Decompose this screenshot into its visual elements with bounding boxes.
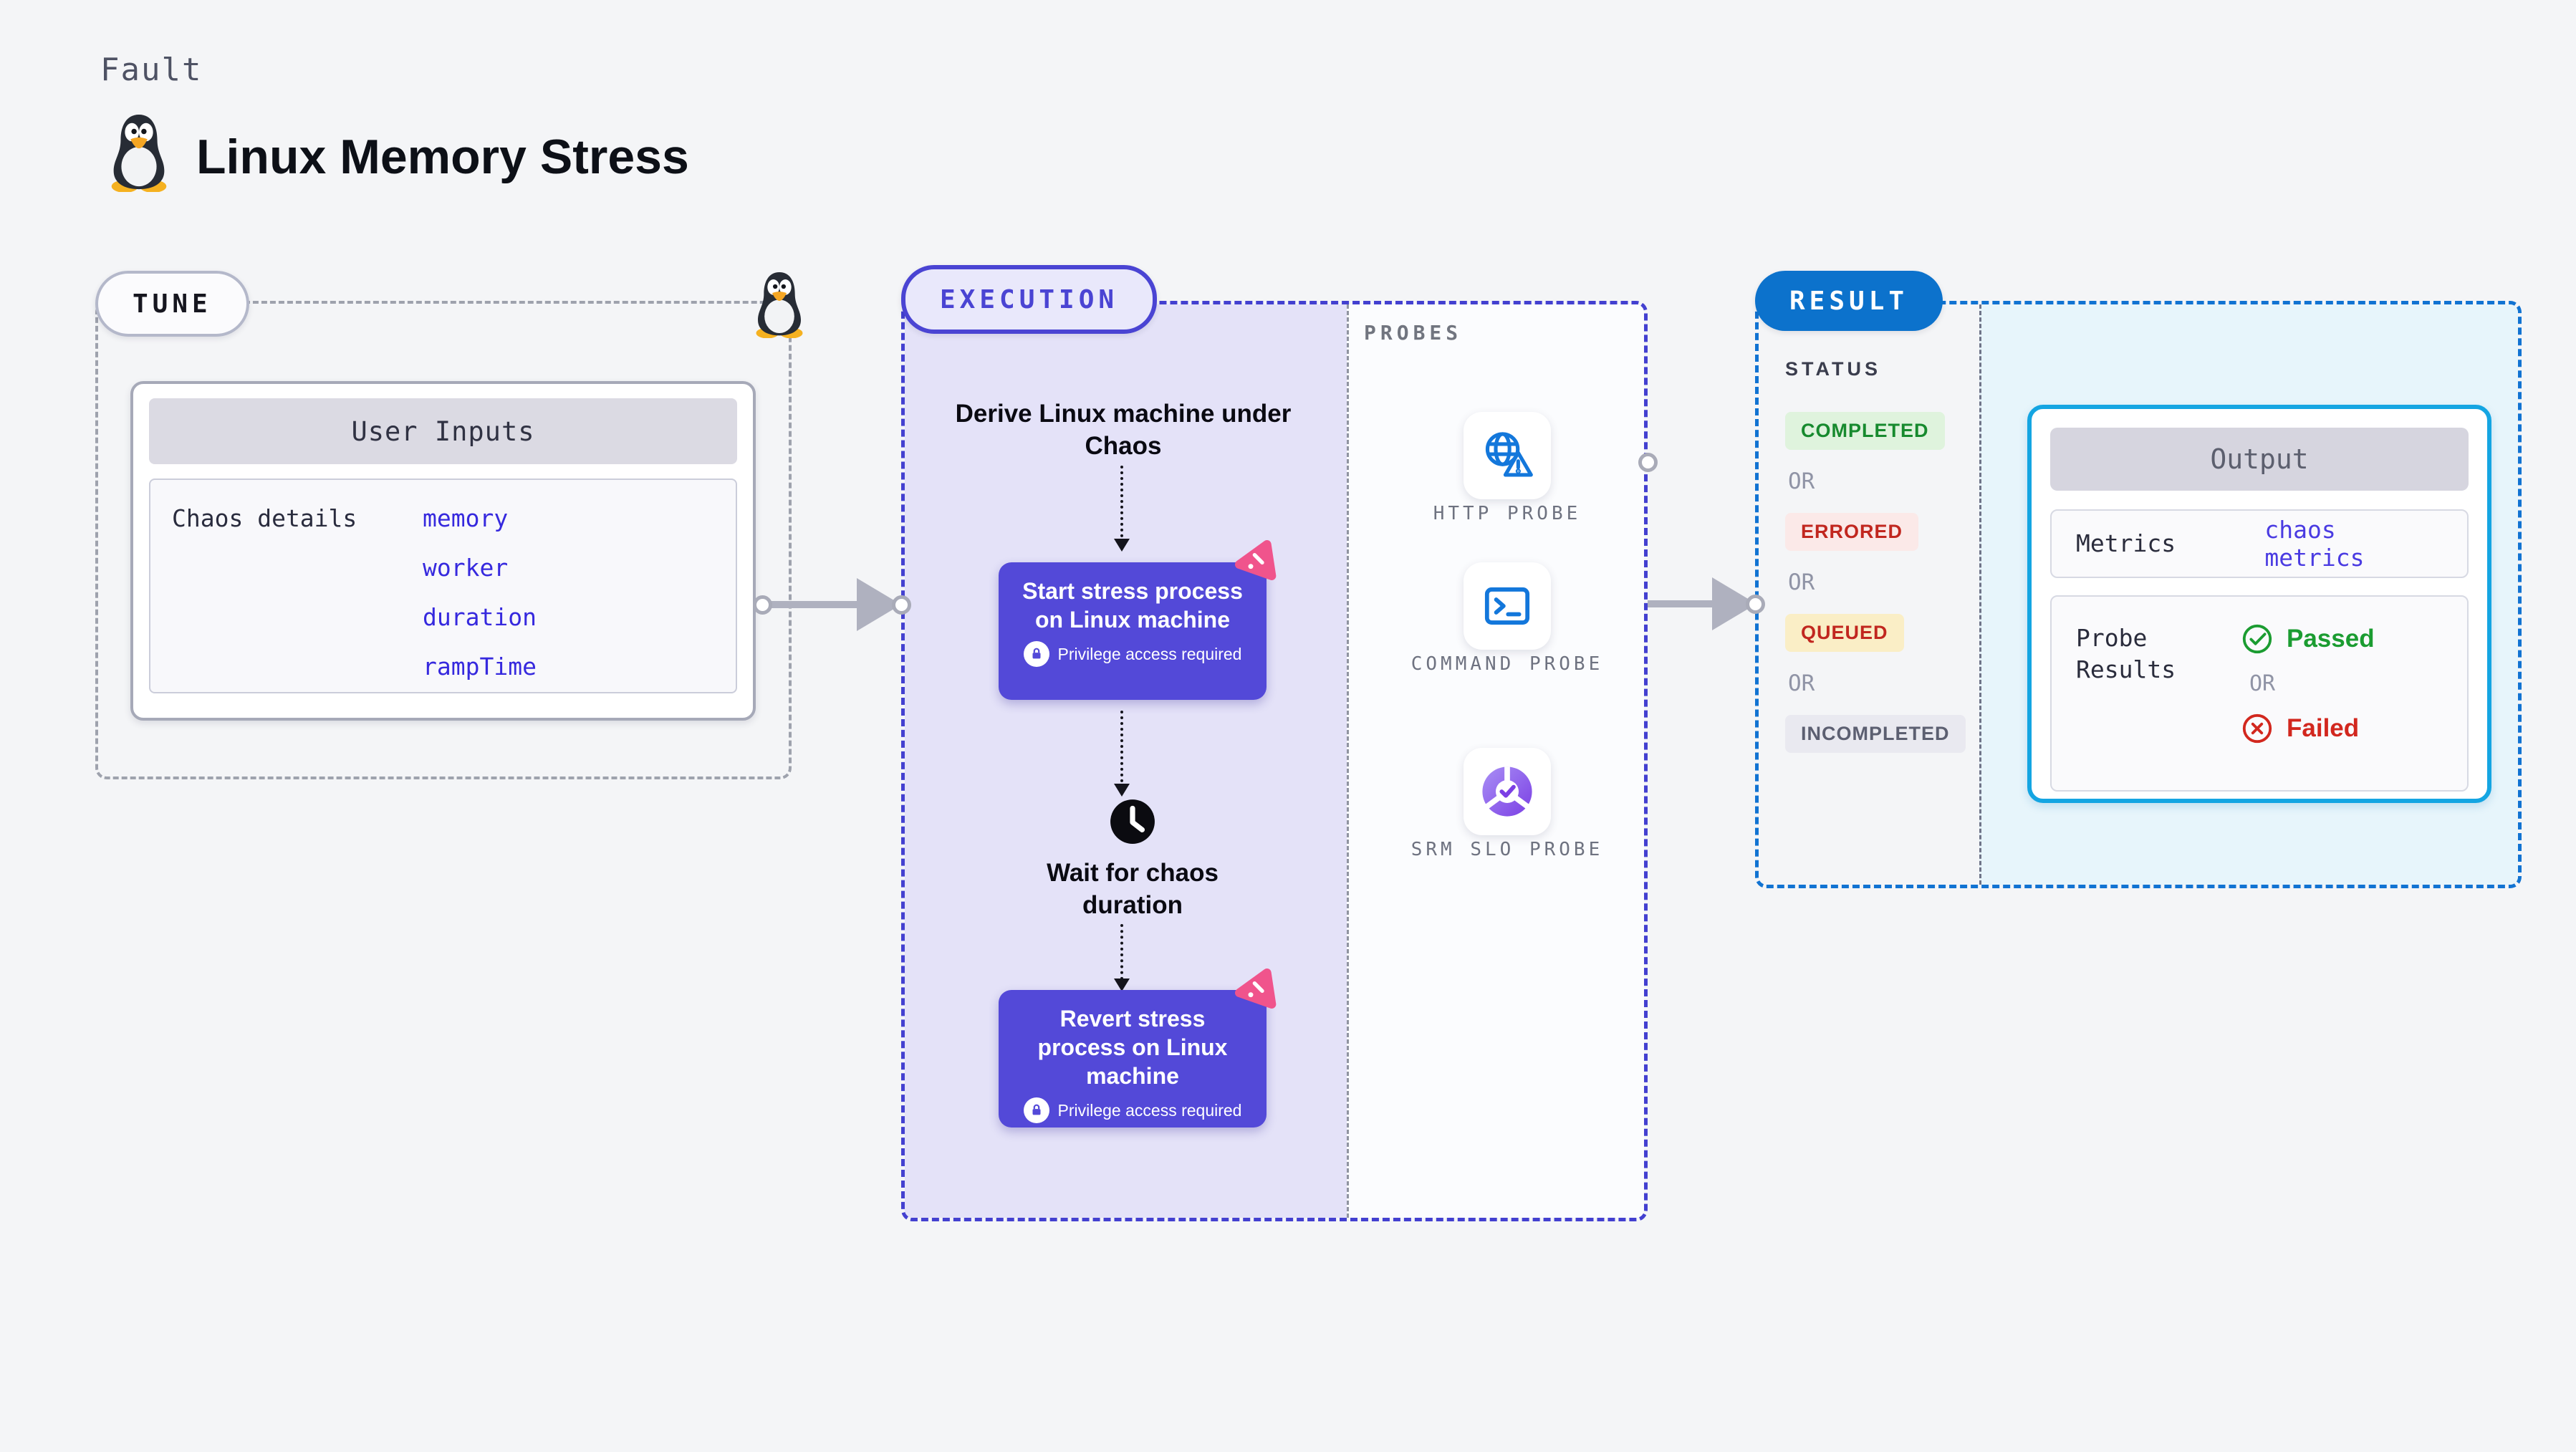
flow-connector [1120,711,1123,782]
connector-dot [753,595,772,615]
execution-badge: EXECUTION [901,265,1158,334]
fault-kicker: Fault [100,52,203,88]
status-badge-errored: ERRORED [1785,513,1919,551]
start-stress-label: Start stress process on Linux machine [1022,578,1243,633]
probe-results-row: Probe Results Passed OR Failed [2050,595,2469,792]
flow-connector [1120,924,1123,980]
privilege-note: Privilege access required [1057,644,1242,663]
revert-stress-label: Revert stress process on Linux machine [1037,1006,1228,1089]
user-inputs-card: User Inputs Chaos details memory worker … [130,381,756,721]
input-value-ramptime: rampTime [423,653,537,681]
status-label: STATUS [1785,358,1881,380]
tux-penguin-icon [111,114,167,192]
or-separator: OR [2249,671,2276,696]
tune-section-box [95,301,792,779]
tune-to-execution-arrow [766,601,858,608]
passed-row: Passed [2241,622,2375,655]
srm-slo-probe-card [1464,748,1551,835]
chaos-details-label: Chaos details [172,504,357,532]
flow-connector-arrowhead [1114,979,1130,991]
command-probe-label: COMMAND PROBE [1410,653,1604,675]
tune-badge: TUNE [95,271,249,337]
srm-slo-probe-icon [1482,766,1532,817]
connector-dot [1746,595,1765,614]
connector-dot [1638,453,1658,472]
status-badge-incompleted: INCOMPLETED [1785,715,1966,753]
flow-connector [1120,466,1123,537]
failed-row: Failed [2241,712,2375,745]
status-badge-completed: COMPLETED [1785,412,1945,450]
command-probe-icon [1484,587,1530,625]
wait-step-text: Wait for chaos duration [1047,859,1219,919]
check-circle-icon [2242,624,2272,654]
result-badge: RESULT [1755,271,1943,331]
chaos-fault-icon [1235,968,1277,1009]
metrics-label: Metrics [2076,529,2176,557]
metrics-row: Metrics chaos metrics [2050,509,2469,578]
status-column: STATUS COMPLETED OR ERRORED OR QUEUED OR… [1785,358,1971,771]
connector-dot [892,595,911,615]
privilege-note: Privilege access required [1057,1100,1242,1120]
chaos-fault-icon [1235,540,1277,580]
http-probe-icon [1485,432,1533,477]
wait-clock-icon [1110,799,1155,844]
tux-penguin-icon-small [756,272,803,338]
chaos-details-values: memory worker duration rampTime [423,504,537,681]
lock-icon [1023,641,1049,667]
output-header: Output [2050,428,2469,491]
probe-results-label: Probe Results [2076,624,2176,683]
input-value-worker: worker [423,554,509,582]
flow-connector-arrowhead [1114,784,1130,797]
probes-label: PROBES [1364,321,1463,345]
x-circle-icon [2242,713,2272,744]
user-inputs-header: User Inputs [149,398,737,464]
execution-to-result-arrow [1648,600,1714,607]
command-probe-card [1464,562,1551,650]
http-probe-card [1464,412,1551,499]
metrics-value: chaos metrics [2264,516,2365,572]
input-value-memory: memory [423,504,509,532]
output-card: Output Metrics chaos metrics Probe Resul… [2027,405,2491,803]
flow-connector-arrowhead [1114,539,1130,552]
privilege-row: Privilege access required [1023,1097,1242,1123]
revert-stress-node: Revert stress process on Linux machine P… [999,990,1267,1128]
privilege-row: Privilege access required [1023,641,1242,667]
probe-results-values: Passed OR Failed [2241,622,2375,764]
passed-label: Passed [2287,625,2375,653]
derive-step-text: Derive Linux machine under Chaos [955,400,1292,460]
http-probe-label: HTTP PROBE [1433,503,1582,524]
status-badge-queued: QUEUED [1785,614,1904,652]
page-title: Linux Memory Stress [196,130,689,184]
or-separator: OR [1788,670,1815,696]
or-separator: OR [1788,468,1815,494]
lock-icon [1023,1097,1049,1123]
start-stress-node: Start stress process on Linux machine Pr… [999,562,1267,700]
input-value-duration: duration [423,603,537,631]
or-separator: OR [1788,569,1815,595]
failed-label: Failed [2287,714,2360,742]
srm-slo-probe-label: SRM SLO PROBE [1410,839,1604,860]
user-inputs-rows: Chaos details memory worker duration ram… [149,479,737,693]
